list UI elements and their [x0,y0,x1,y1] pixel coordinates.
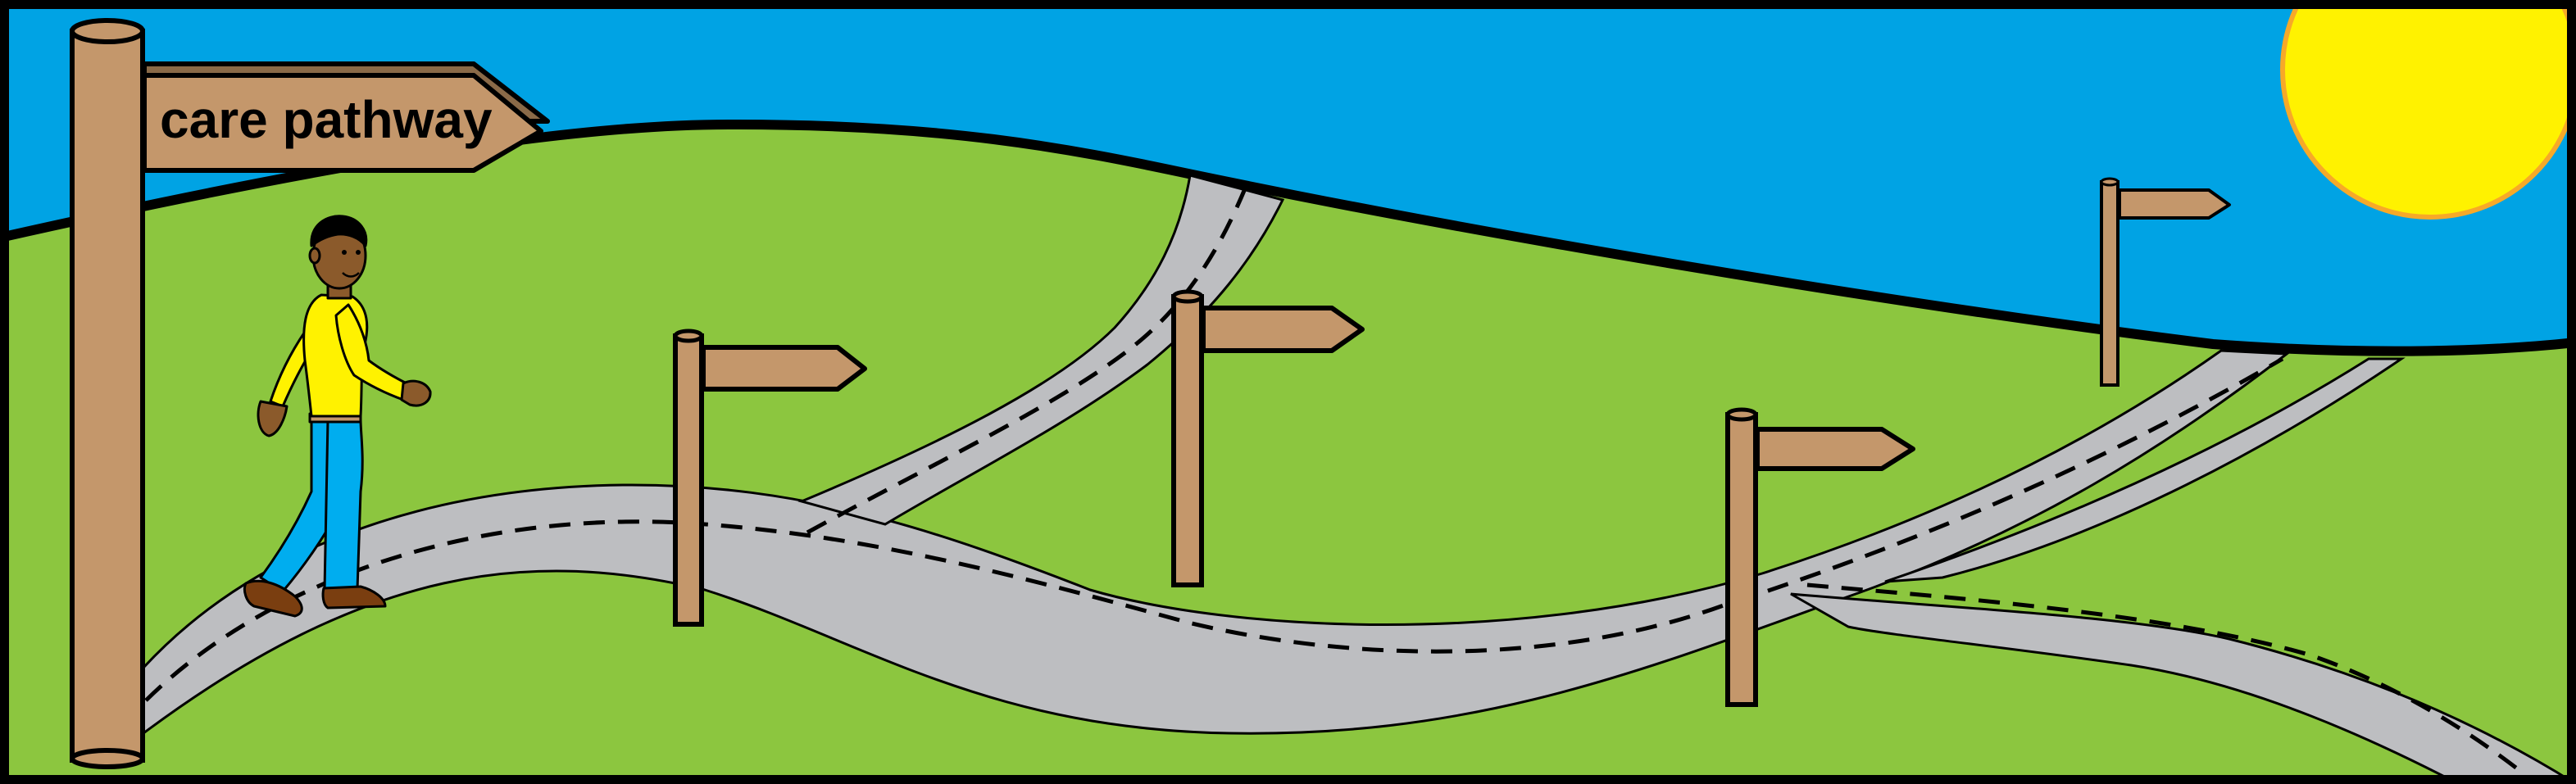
post-3 [1725,412,1758,707]
person-eye-right [356,250,361,255]
main-sign-board [142,73,543,173]
main-road-centre-line [144,356,2284,702]
person-eye-left [342,250,347,255]
post-3-top [1725,407,1758,422]
signpost-4 [2100,177,2231,387]
post-2-top [1171,289,1204,304]
person-front-shoe [321,585,387,610]
sign-board-2 [1201,306,1365,353]
road-centre-lines [144,186,2526,776]
post-1-top [673,329,704,343]
person-front-hand [400,379,432,407]
person-back-hand [257,400,288,437]
post-4-top [2100,177,2119,187]
sign-board-3 [1755,427,1915,471]
post-2 [1171,294,1204,587]
fork-road-upper [797,174,1285,526]
main-post-top [70,18,145,44]
signpost-2 [1171,289,1365,587]
person-hair [310,215,368,247]
branch-road-right [1884,357,2406,583]
post-4 [2100,180,2119,387]
person-smile [342,272,360,278]
sign-board-1 [701,345,867,392]
sign-board-4 [2118,188,2231,220]
road-network [142,174,2576,784]
sun-icon [2280,0,2576,220]
main-signpost: care pathway [70,18,550,769]
person-back-shoe [243,579,303,618]
person-ear [308,247,321,265]
main-post [70,29,145,763]
branch-road-centre-line [1806,582,2526,776]
person-walking-icon [243,215,432,618]
main-post-bottom [70,748,145,769]
post-1 [673,333,704,627]
signpost-3 [1725,407,1915,707]
fork-road-centre-line [806,186,1248,535]
main-sign-label: care pathway [160,90,493,149]
signpost-1 [673,329,867,627]
person-front-leg [323,418,364,591]
